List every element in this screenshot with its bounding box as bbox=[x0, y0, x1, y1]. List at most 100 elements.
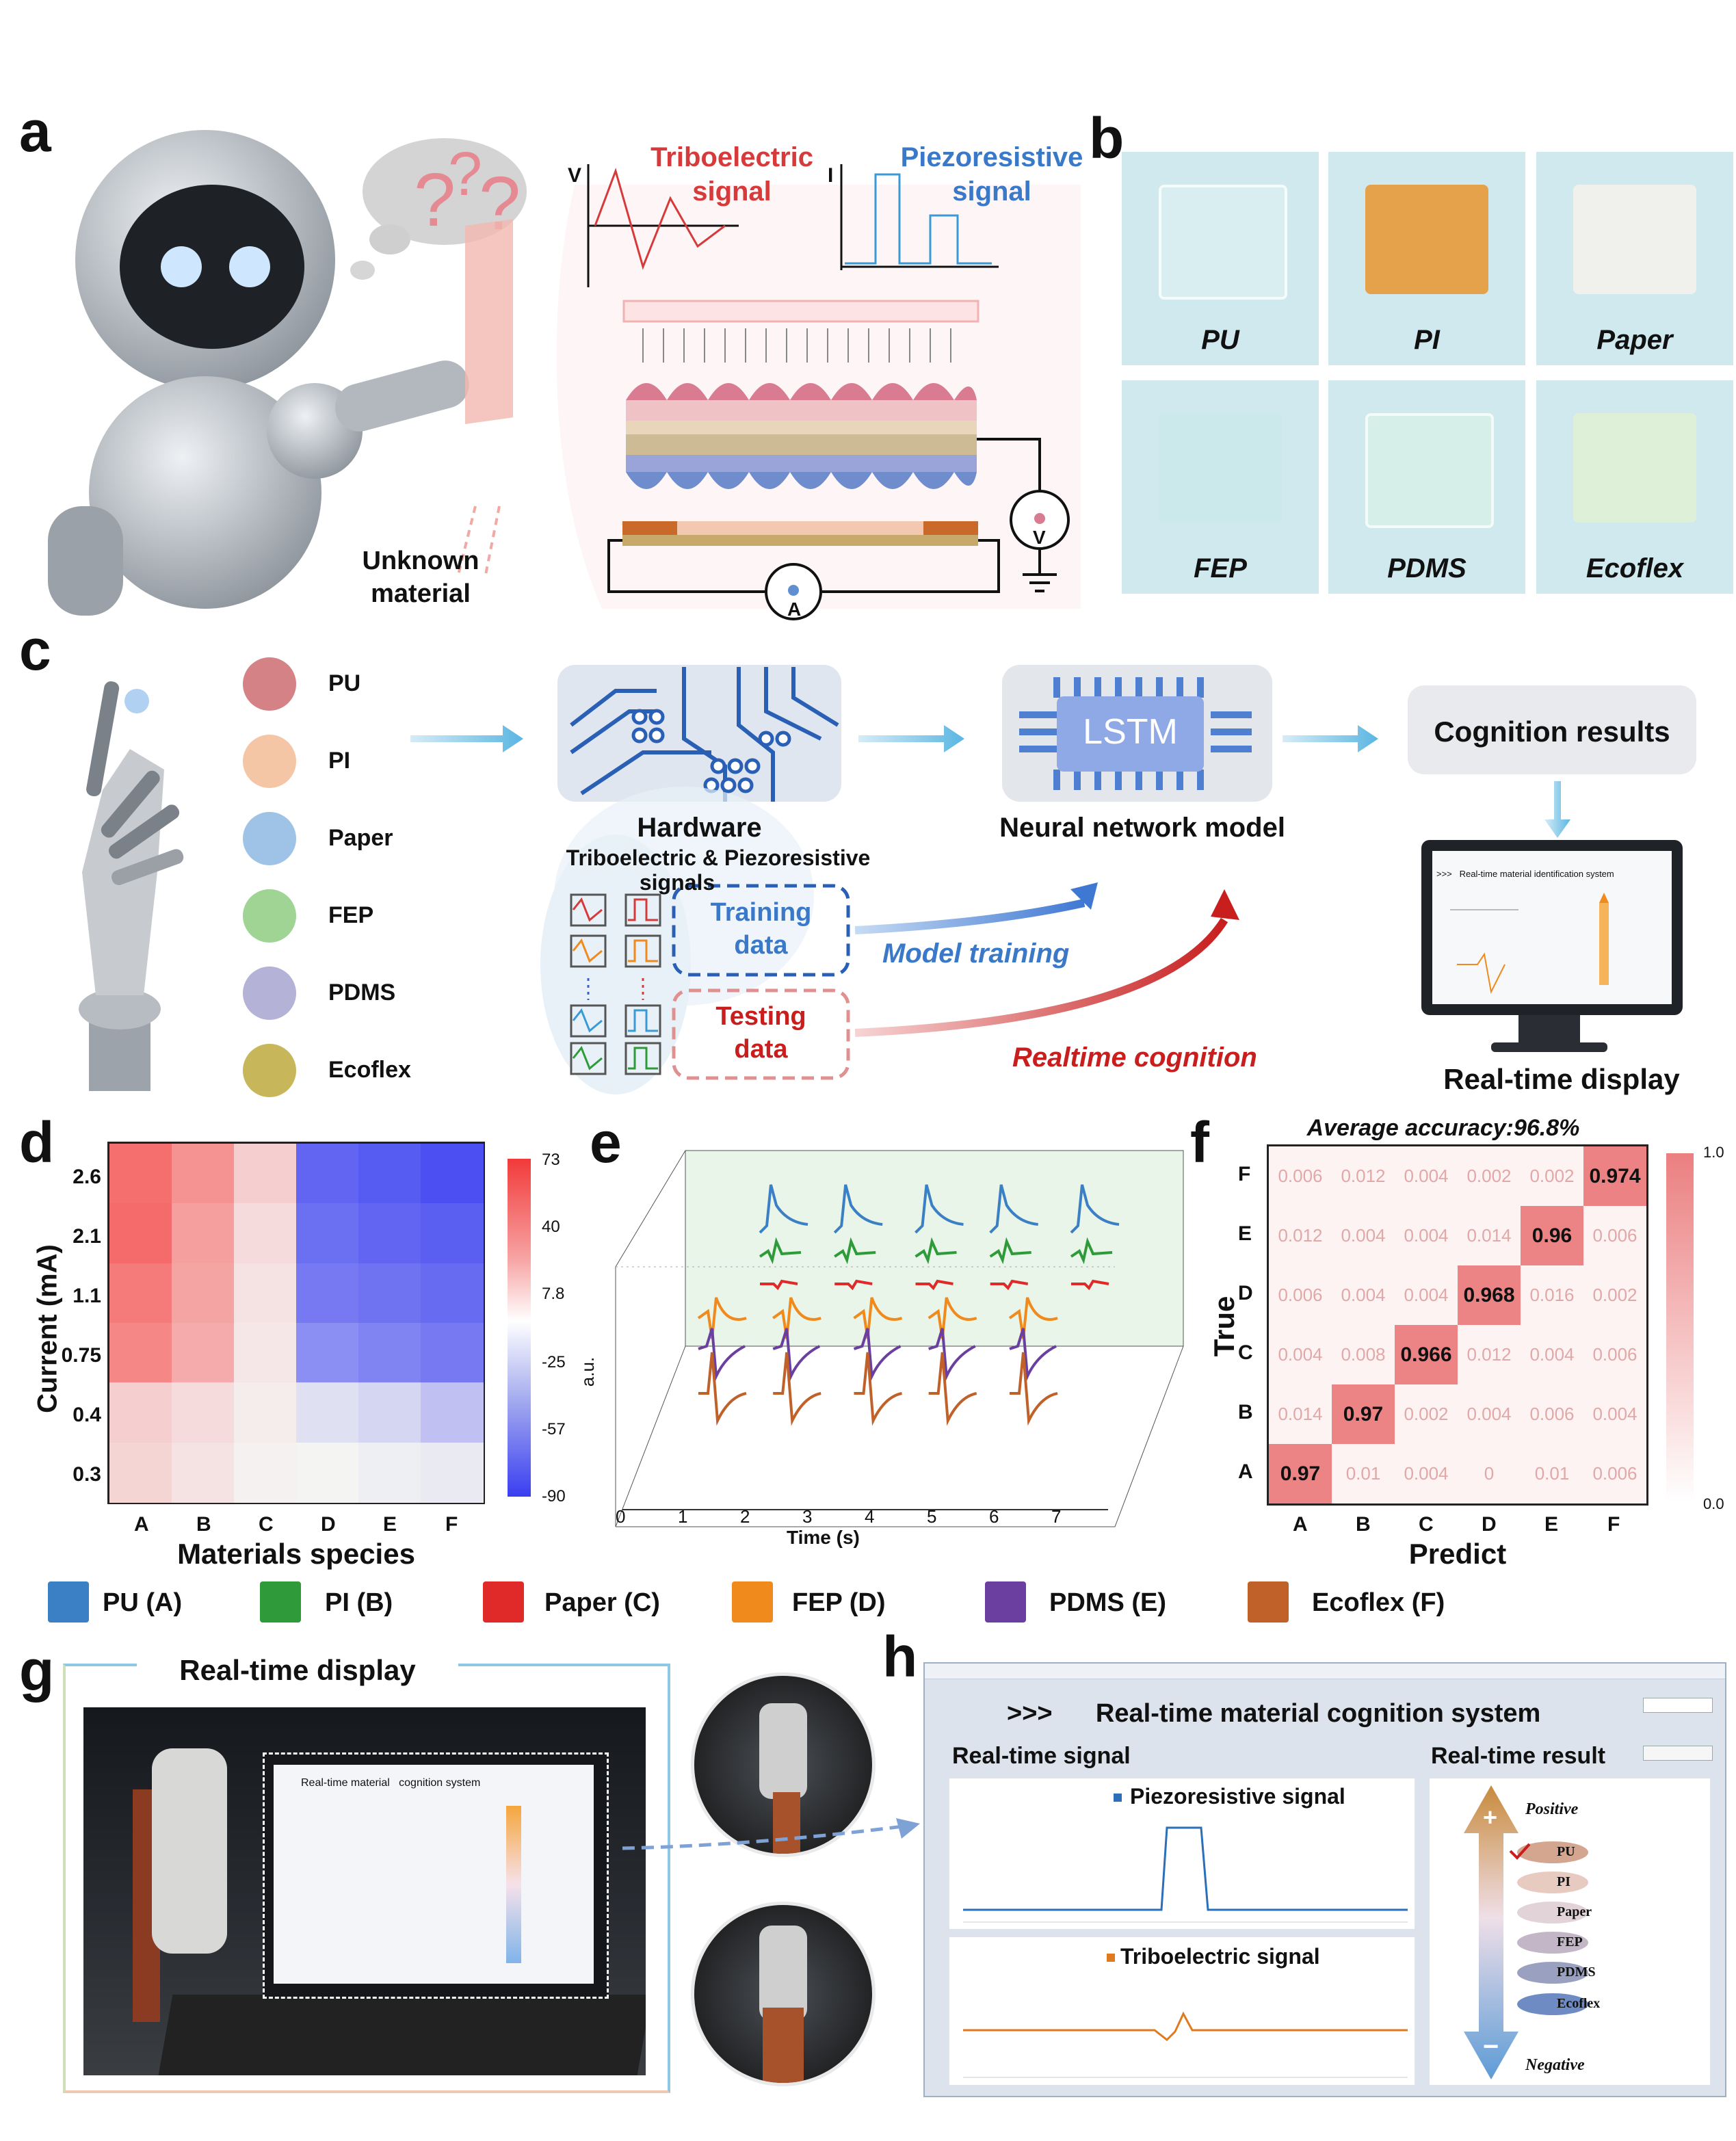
heatmap-d-colorbar bbox=[508, 1159, 531, 1497]
panel-label-f: f bbox=[1190, 1110, 1209, 1174]
material-label: PI bbox=[328, 748, 351, 774]
material-label: PU bbox=[328, 670, 361, 696]
confusion-cell: 0.004 bbox=[1269, 1325, 1332, 1384]
heatmap-cell bbox=[296, 1203, 359, 1264]
material-tile-pdms: PDMS bbox=[1328, 380, 1525, 594]
legend-label: PDMS (E) bbox=[1049, 1588, 1166, 1617]
x-tick: D bbox=[1482, 1513, 1497, 1536]
confusion-cell: 0.006 bbox=[1583, 1444, 1646, 1503]
neural-network-label: Neural network model bbox=[999, 813, 1285, 843]
robot-hand-photo bbox=[152, 1748, 227, 1954]
material-label: FEP bbox=[328, 902, 374, 928]
x-tick: C bbox=[259, 1513, 274, 1536]
heatmap-cell bbox=[358, 1323, 421, 1384]
heatmap-cell bbox=[296, 1382, 359, 1443]
signal-trace-ecoflex-f bbox=[854, 1352, 902, 1426]
port-select[interactable] bbox=[1643, 1698, 1713, 1713]
signal-trace-pi-b bbox=[915, 1237, 957, 1265]
confusion-cell: 0 bbox=[1458, 1444, 1521, 1503]
app-title: >>> Real-time material cognition system bbox=[1007, 1699, 1541, 1728]
heatmap-cell bbox=[109, 1144, 172, 1205]
confusion-colorbar bbox=[1666, 1153, 1694, 1502]
confusion-colorbar-max: 1.0 bbox=[1703, 1144, 1724, 1161]
signal-trace-pu-a bbox=[833, 1184, 883, 1234]
heatmap-d-xticks: A B C D E F bbox=[109, 1513, 483, 1540]
confusion-cell: 0.974 bbox=[1583, 1146, 1646, 1206]
result-item: PDMS bbox=[1557, 1965, 1596, 1980]
y-tick: E bbox=[1238, 1222, 1252, 1245]
y-tick: C bbox=[1238, 1341, 1253, 1364]
signal-trace-pu-a bbox=[1070, 1184, 1120, 1234]
confusion-cell: 0.014 bbox=[1269, 1384, 1332, 1444]
colorbar-tick: -90 bbox=[542, 1487, 566, 1506]
heatmap-cell bbox=[421, 1203, 484, 1264]
signal-trace-pdms-e bbox=[698, 1328, 746, 1382]
signal-trace-pu-a bbox=[915, 1184, 964, 1234]
heatmap-cell bbox=[296, 1263, 359, 1324]
hardware-label: Hardware bbox=[637, 813, 762, 843]
signal-header: Real-time signal bbox=[952, 1743, 1131, 1769]
heatmap-cell bbox=[421, 1144, 484, 1205]
laptop-base bbox=[158, 1995, 646, 2075]
legend-label: Paper (C) bbox=[544, 1588, 660, 1617]
heatmap-cell bbox=[234, 1382, 297, 1443]
signal-trace-pdms-e bbox=[928, 1328, 976, 1382]
heatmap-cell bbox=[358, 1382, 421, 1443]
realtime-display-title: Real-time display bbox=[179, 1654, 416, 1686]
confusion-ylabel: True bbox=[1208, 1296, 1240, 1357]
heatmap-cell bbox=[109, 1203, 172, 1264]
signal-trace-paper-c bbox=[1071, 1279, 1109, 1291]
close-port-button[interactable] bbox=[1643, 1746, 1713, 1761]
y-tick: F bbox=[1238, 1163, 1251, 1185]
y-tick: D bbox=[1238, 1282, 1253, 1304]
signal-trace-pdms-e bbox=[772, 1328, 821, 1382]
legend-label: Ecoflex (F) bbox=[1312, 1588, 1445, 1617]
piezo-plot: Piezoresistive signal bbox=[949, 1778, 1415, 1929]
material-dot-ecoflex bbox=[243, 1044, 296, 1097]
confusion-cell: 0.96 bbox=[1521, 1206, 1583, 1265]
signal-trace-pu-a bbox=[759, 1184, 808, 1234]
confusion-cell: 0.968 bbox=[1458, 1265, 1521, 1325]
legend-swatch-pdms bbox=[985, 1581, 1026, 1623]
signal-trace-pi-b bbox=[759, 1237, 802, 1265]
legend-swatch-pi bbox=[260, 1581, 301, 1623]
panel-label-e: e bbox=[590, 1110, 622, 1174]
waterfall-xlabel: Time (s) bbox=[787, 1527, 860, 1548]
confusion-cell: 0.014 bbox=[1458, 1206, 1521, 1265]
device-schematic bbox=[556, 164, 1081, 620]
signal-trace-paper-c bbox=[915, 1279, 954, 1291]
model-training-label: Model training bbox=[882, 938, 1070, 969]
confusion-cell: 0.004 bbox=[1583, 1384, 1646, 1444]
heatmap-cell bbox=[358, 1144, 421, 1205]
signal-trace-ecoflex-f bbox=[928, 1352, 977, 1426]
material-dot-fep bbox=[243, 889, 296, 943]
x-tick: 6 bbox=[989, 1506, 999, 1527]
heatmap-cell bbox=[109, 1442, 172, 1503]
signal-trace-pdms-e bbox=[853, 1328, 902, 1382]
material-label: Paper bbox=[328, 825, 393, 851]
confusion-title: Average accuracy:96.8% bbox=[1306, 1115, 1580, 1141]
heatmap-cell bbox=[358, 1442, 421, 1503]
heatmap-cell bbox=[421, 1382, 484, 1443]
confusion-xticks: A B C D E F bbox=[1269, 1513, 1646, 1540]
signal-trace-pi-b bbox=[989, 1237, 1031, 1265]
x-tick: 7 bbox=[1051, 1506, 1062, 1527]
confusion-cell: 0.016 bbox=[1521, 1265, 1583, 1325]
x-tick: B bbox=[1356, 1513, 1371, 1536]
material-label: PDMS bbox=[328, 980, 396, 1006]
legend-swatch-paper bbox=[483, 1581, 524, 1623]
heatmap-cell bbox=[234, 1323, 297, 1384]
material-name: Paper bbox=[1596, 325, 1673, 355]
legend-label: PU (A) bbox=[103, 1588, 183, 1617]
heatmap-cell bbox=[172, 1144, 235, 1205]
heatmap-cell bbox=[234, 1144, 297, 1205]
confusion-cell: 0.004 bbox=[1521, 1325, 1583, 1384]
y-tick: 0.75 bbox=[61, 1344, 101, 1367]
confusion-cell: 0.006 bbox=[1583, 1206, 1646, 1265]
heatmap-d-yticks: 2.6 2.1 1.1 0.75 0.4 0.3 bbox=[53, 1144, 101, 1502]
realtime-display-title-bg bbox=[137, 1649, 458, 1690]
signal-trace-pdms-e bbox=[1009, 1328, 1057, 1382]
tribo-legend-swatch bbox=[1107, 1954, 1115, 1962]
confusion-cell: 0.002 bbox=[1583, 1265, 1646, 1325]
